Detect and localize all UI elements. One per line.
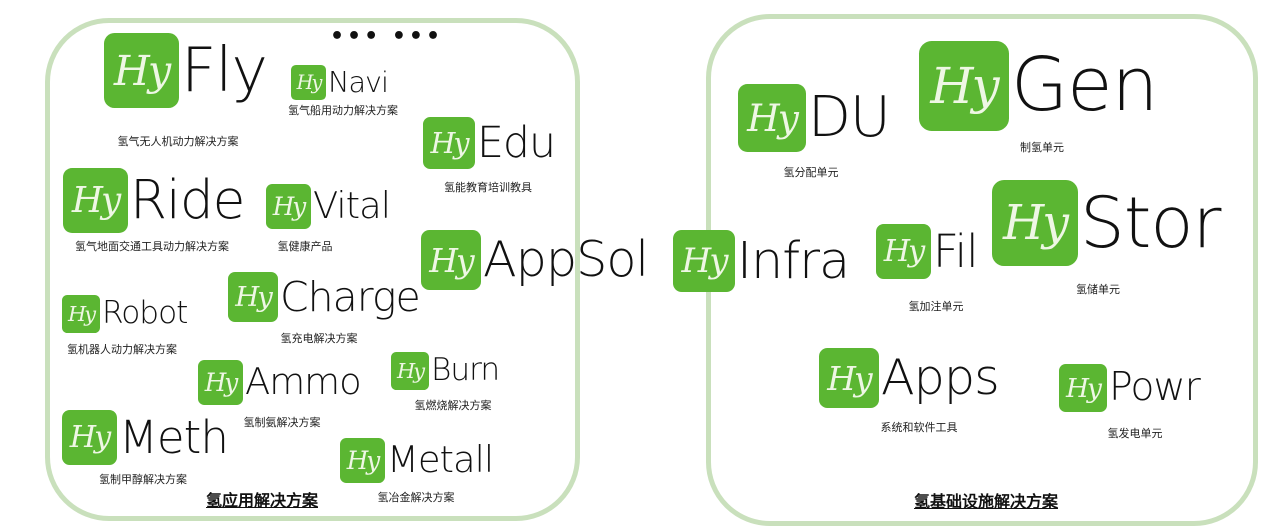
logo-caption: 氢健康产品 [277,240,333,253]
logo-caption: 氢充电解决方案 [280,332,358,345]
hy-badge-icon: Hy [63,168,128,233]
logo-word: Metall [387,438,494,482]
hy-badge-icon: Hy [876,224,931,279]
logo-caption: 氢燃烧解决方案 [414,399,492,412]
hy-badge-icon: Hy [266,184,311,229]
hy-badge-icon: Hy [819,348,879,408]
logo-caption: 氢气地面交通工具动力解决方案 [75,240,229,253]
logo-caption: 氢加注单元 [908,300,964,313]
left-panel-title: 氢应用解决方案 [205,491,319,510]
logo-word: Fil [933,224,979,278]
hy-badge-icon: Hy [423,117,475,169]
logo-word: Vital [313,184,391,228]
logo-word: Navi [328,65,389,100]
logo-caption: 氢冶金解决方案 [377,491,455,504]
hy-badge-icon: Hy [62,410,117,465]
logo-caption: 氢制氨解决方案 [243,416,321,429]
hy-badge-icon: Hy [228,272,278,322]
logo-word: Charge [280,272,421,321]
logo-word: Apps [881,348,1000,407]
logo-word: Meth [119,410,229,464]
hy-badge-icon: Hy [62,295,100,333]
hy-badge-icon: Hy [673,230,735,292]
logo-word: Fly [181,33,268,106]
logo-word: Infra [737,230,850,290]
hy-badge-icon: Hy [421,230,481,290]
ellipsis: ••• ••• [330,24,444,49]
logo-word: Ammo [245,360,362,404]
logo-word: Powr [1109,364,1201,411]
hy-badge-icon: Hy [992,180,1078,266]
hy-badge-icon: Hy [340,438,385,483]
logo-caption: 氢分配单元 [783,166,839,179]
logo-word: AppSol [483,230,649,289]
logo-caption: 氢机器人动力解决方案 [67,343,177,356]
hy-badge-icon: Hy [738,84,806,152]
hy-badge-icon: Hy [291,65,326,100]
logo-caption: 氢制甲醇解决方案 [99,473,187,486]
logo-word: Robot [102,295,188,332]
logo-caption: 氢储单元 [1076,283,1120,296]
logo-word: Burn [431,352,500,389]
logo-caption: 氢气无人机动力解决方案 [117,135,239,148]
hy-badge-icon: Hy [919,41,1009,131]
logo-word: Stor [1080,181,1222,264]
logo-caption: 氢气船用动力解决方案 [288,104,398,117]
logo-word: Gen [1011,42,1158,129]
logo-caption: 氢发电单元 [1107,427,1163,440]
logo-word: Edu [477,117,556,168]
logo-word: Ride [130,168,245,231]
logo-caption: 制氢单元 [1020,141,1064,154]
hy-badge-icon: Hy [198,360,243,405]
logo-word: DU [808,85,891,151]
logo-caption: 氢能教育培训教具 [444,181,532,194]
hy-badge-icon: Hy [104,33,179,108]
hy-badge-icon: Hy [1059,364,1107,412]
logo-caption: 系统和软件工具 [880,421,958,434]
hy-badge-icon: Hy [391,352,429,390]
right-panel-title: 氢基础设施解决方案 [913,492,1059,511]
